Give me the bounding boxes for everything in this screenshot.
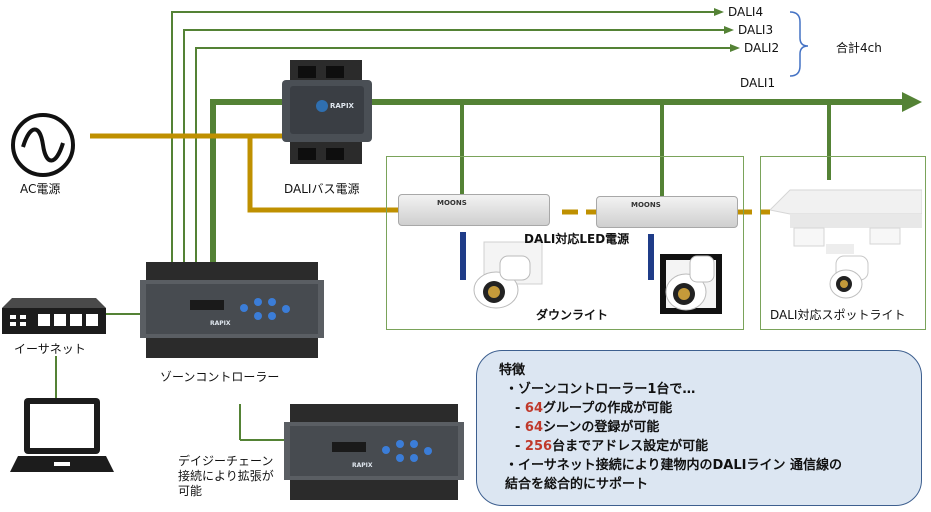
daisy-chain-label-line3: 可能 <box>178 484 203 498</box>
dali2-label: DALI2 <box>744 41 780 55</box>
downlight-group-box <box>386 156 744 330</box>
features-item1: - 64グループの作成が可能 <box>515 401 673 416</box>
channel-brace <box>789 11 809 77</box>
zone-controller-chained: RAPIX <box>284 404 464 500</box>
dali4-arrow <box>714 8 724 16</box>
features-item3-number: 256 <box>524 439 553 454</box>
led-driver-1-brand: MOONS <box>437 199 467 207</box>
features-line2: ・イーサネット接続により建物内のDALIライン 通信線の <box>505 458 842 473</box>
spotlight-label: DALI対応スポットライト <box>770 308 906 322</box>
zone-controller-chained-brand: RAPIX <box>352 462 373 469</box>
spotlight-group-box <box>760 156 926 330</box>
led-driver-label: DALI対応LED電源 <box>524 232 630 246</box>
dali-bus-power-supply: RAPIX <box>282 60 372 164</box>
dali4-label: DALI4 <box>728 5 764 19</box>
zone-controller-brand: RAPIX <box>210 320 231 327</box>
dali2-line <box>195 47 734 262</box>
ethernet-switch <box>2 298 106 334</box>
dali1-controller-line <box>210 99 282 262</box>
features-line1: ・ゾーンコントローラー1台で… <box>505 382 696 397</box>
downlight-1 <box>448 232 548 312</box>
dali2-arrow <box>730 44 740 52</box>
features-item2: - 64シーンの登録が可能 <box>515 420 660 435</box>
features-title: 特徴 <box>499 363 526 378</box>
features-line3: 結合を総合的にサポート <box>505 477 649 492</box>
zone-controller-label: ゾーンコントローラー <box>160 370 280 384</box>
dali3-line <box>183 29 728 262</box>
ac-power-icon <box>10 112 76 178</box>
bus-power-label: DALIバス電源 <box>284 182 360 196</box>
spotlight <box>768 174 923 304</box>
dali3-arrow <box>724 26 734 34</box>
led-driver-1: MOONS <box>398 194 550 226</box>
ac-power-label: AC電源 <box>20 182 61 196</box>
zone-controller: RAPIX <box>140 262 324 358</box>
dali1-arrow <box>902 92 922 112</box>
dali3-label: DALI3 <box>738 23 774 37</box>
features-box: 特徴 ・ゾーンコントローラー1台で… - 64グループの作成が可能 - 64シー… <box>476 350 922 506</box>
daisy-chain-label-line2: 接続により拡張が <box>178 469 274 483</box>
daisy-chain-label-line1: デイジーチェーン <box>178 454 274 468</box>
ethernet-label: イーサネット <box>14 342 86 356</box>
features-item3: - 256台までアドレス設定が可能 <box>515 439 709 454</box>
downlight-2 <box>646 232 738 318</box>
power-to-drivers <box>247 136 398 213</box>
dali4-line <box>171 11 718 262</box>
dali1-label: DALI1 <box>740 76 776 90</box>
features-item2-number: 64 <box>524 420 544 435</box>
bus-power-brand: RAPIX <box>330 102 354 110</box>
downlight-label: ダウンライト <box>536 308 609 322</box>
led-driver-2: MOONS <box>596 196 738 228</box>
total-channels-label: 合計4ch <box>836 41 882 55</box>
laptop-icon <box>10 396 114 476</box>
led-driver-2-brand: MOONS <box>631 201 661 209</box>
features-item1-number: 64 <box>524 401 544 416</box>
